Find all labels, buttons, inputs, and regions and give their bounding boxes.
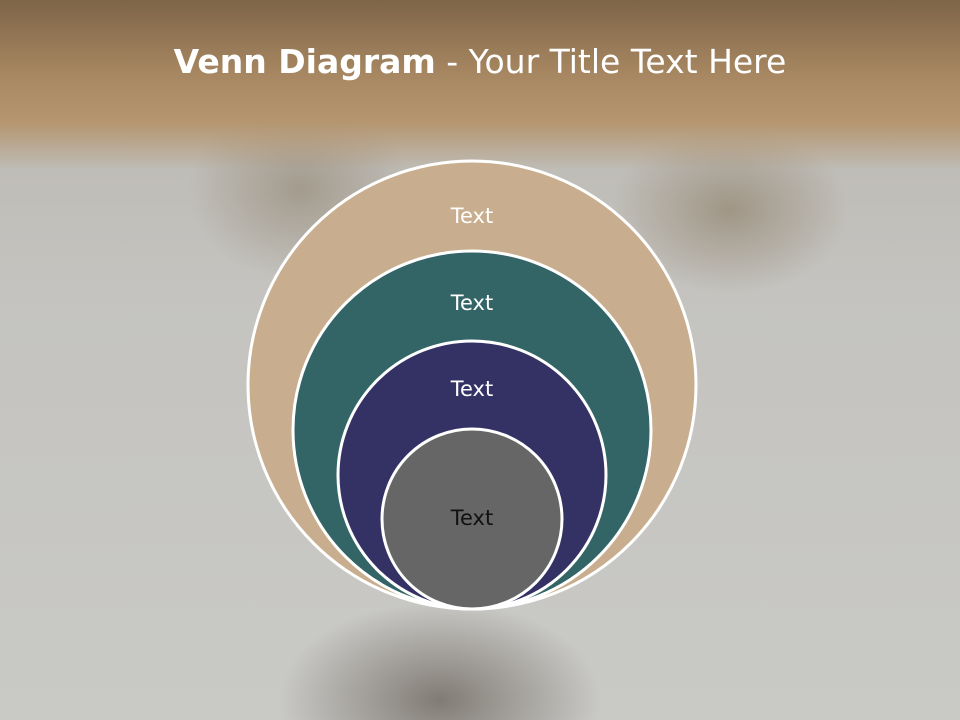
ring-1-label: Text	[450, 204, 493, 228]
ring-2-label: Text	[450, 291, 493, 315]
slide-title: Venn Diagram - Your Title Text Here	[0, 40, 960, 84]
title-bold: Venn Diagram	[173, 42, 436, 81]
ring-4-label: Text	[450, 506, 493, 530]
ring-4-circle	[380, 427, 564, 611]
header-band	[0, 0, 960, 170]
ring-3-label: Text	[450, 377, 493, 401]
title-rest: - Your Title Text Here	[435, 42, 787, 81]
